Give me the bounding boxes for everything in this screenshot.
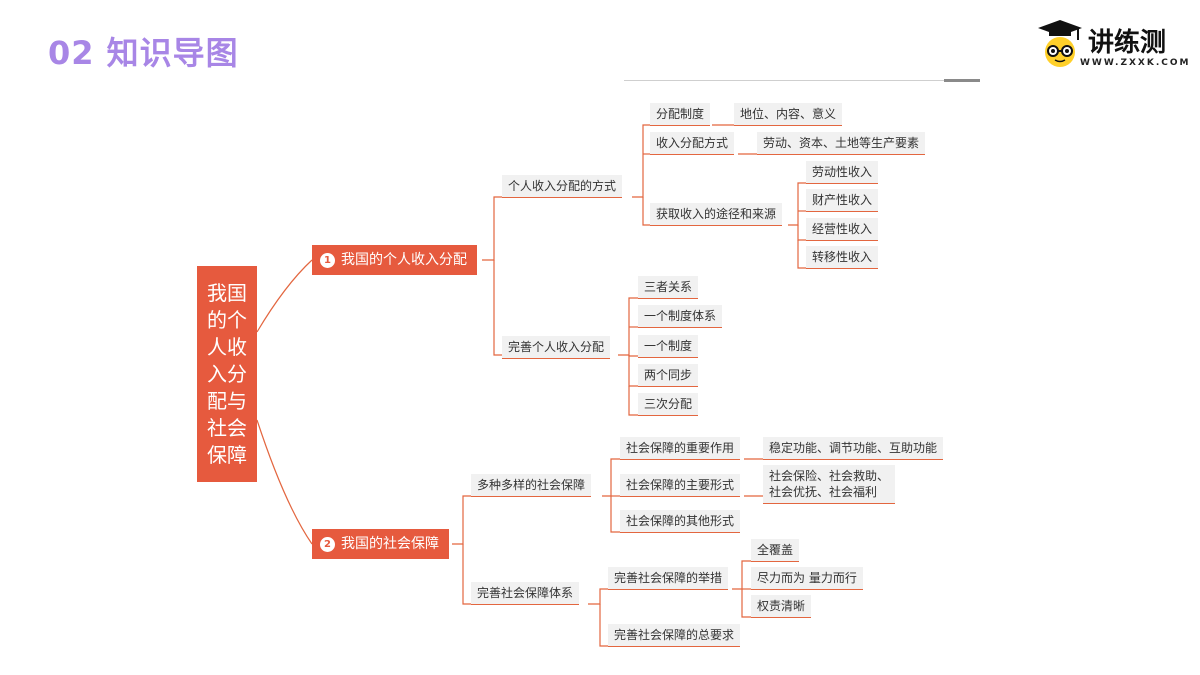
logo-text: 讲练测 (1088, 28, 1167, 58)
leaf-transfer-income: 转移性收入 (806, 246, 879, 269)
branch-label: 我国的社会保障 (341, 536, 439, 552)
brand-logo: 讲练测 WWW.ZXXK.COM (1036, 18, 1188, 74)
page-title: 02 知识导图 (48, 34, 239, 72)
node-security-main-forms: 社会保障的主要形式 (620, 474, 741, 497)
leaf-three-distributions: 三次分配 (638, 393, 699, 416)
leaf-one-system: 一个制度体系 (638, 305, 723, 328)
leaf-main-forms-line2: 社会优抚、社会福利 (769, 485, 878, 499)
leaf-status-content-meaning: 地位、内容、意义 (734, 103, 843, 126)
node-security-measures: 完善社会保障的举措 (608, 567, 729, 590)
node-distribution-system: 分配制度 (650, 103, 711, 126)
node-diverse-social-security: 多种多样的社会保障 (471, 474, 592, 497)
leaf-functions: 稳定功能、调节功能、互助功能 (763, 437, 944, 460)
node-general-requirements: 完善社会保障的总要求 (608, 624, 741, 647)
node-income-distribution-methods: 个人收入分配的方式 (502, 175, 623, 198)
leaf-production-factors: 劳动、资本、土地等生产要素 (757, 132, 926, 155)
leaf-three-relations: 三者关系 (638, 276, 699, 299)
branch-social-security: 2 我国的社会保障 (312, 529, 449, 559)
branch-label: 我国的个人收入分配 (341, 252, 467, 268)
node-security-other-forms: 社会保障的其他形式 (620, 510, 741, 533)
node-security-importance: 社会保障的重要作用 (620, 437, 741, 460)
leaf-full-coverage: 全覆盖 (751, 539, 800, 562)
student-mascot-icon (1038, 20, 1082, 67)
leaf-business-income: 经营性收入 (806, 218, 879, 241)
leaf-one-institution: 一个制度 (638, 335, 699, 358)
leaf-main-forms: 社会保险、社会救助、 社会优抚、社会福利 (763, 465, 896, 504)
leaf-within-capacity: 尽力而为 量力而行 (751, 567, 863, 590)
divider-line (624, 80, 980, 81)
branch-income-distribution: 1 我国的个人收入分配 (312, 245, 477, 275)
divider-accent (944, 79, 980, 82)
leaf-main-forms-line1: 社会保险、社会救助、 (769, 469, 890, 483)
node-income-sources: 获取收入的途径和来源 (650, 203, 783, 226)
branch-number-badge: 2 (320, 536, 335, 552)
node-improve-security-system: 完善社会保障体系 (471, 582, 580, 605)
branch-number-badge: 1 (320, 252, 335, 268)
root-node: 我国 的个 人收 入分 配与 社会 保障 (197, 266, 257, 482)
leaf-labor-income: 劳动性收入 (806, 161, 879, 184)
node-income-distribution-way: 收入分配方式 (650, 132, 735, 155)
logo-url: WWW.ZXXK.COM (1080, 58, 1191, 68)
leaf-property-income: 财产性收入 (806, 189, 879, 212)
leaf-clear-responsibilities: 权责清晰 (751, 595, 812, 618)
node-improve-income-distribution: 完善个人收入分配 (502, 336, 611, 359)
leaf-two-synchronizations: 两个同步 (638, 364, 699, 387)
